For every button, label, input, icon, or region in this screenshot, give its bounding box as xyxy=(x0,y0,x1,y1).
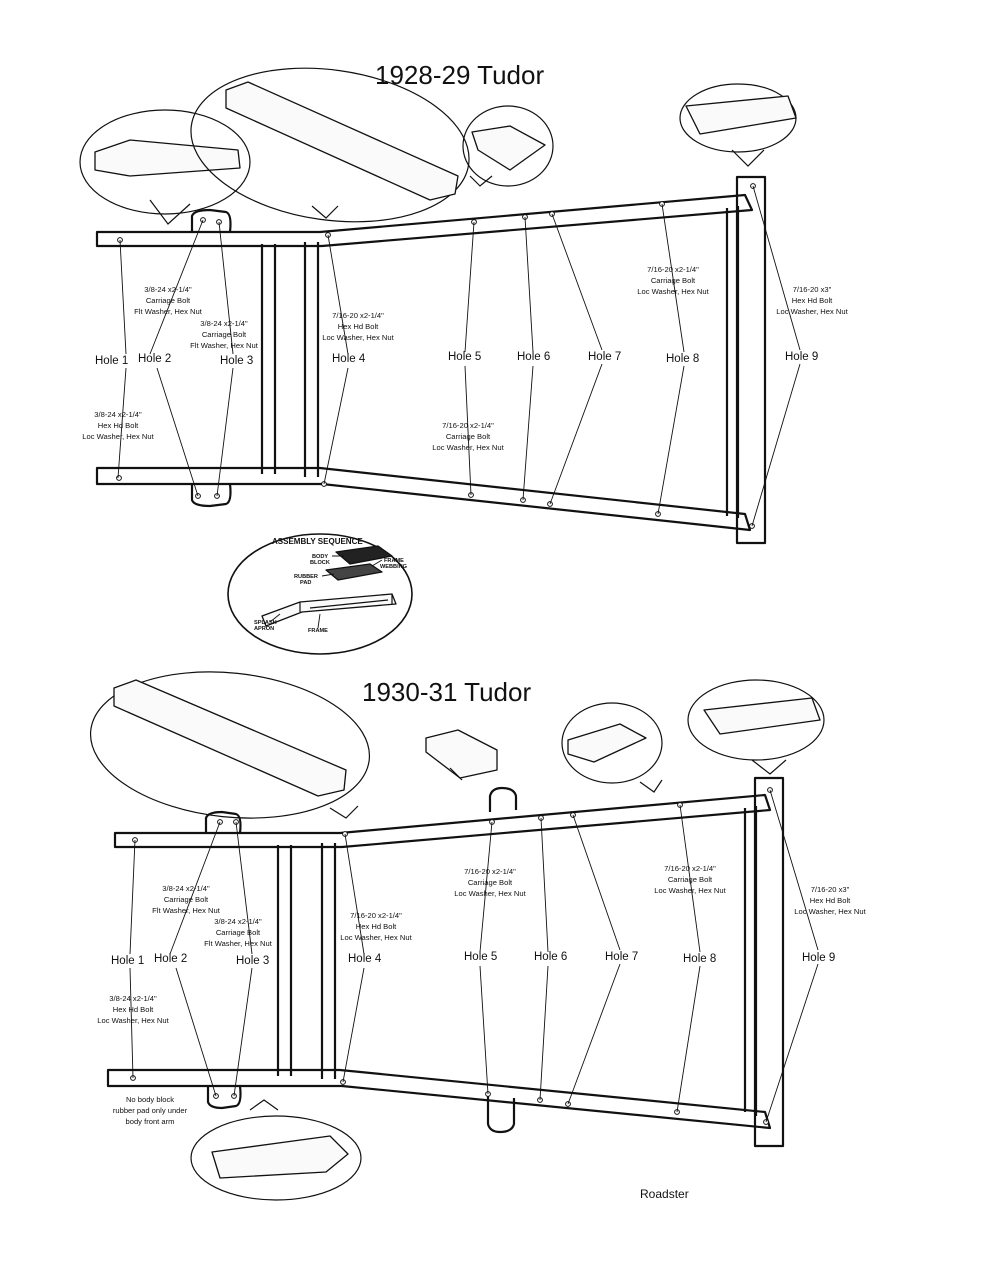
spec-hole-2-hardware: Flt Washer, Hex Nut xyxy=(152,906,221,915)
spec-hole-5-bolt: Carriage Bolt xyxy=(468,878,513,887)
diagram-1928-29: 1928-29 Tudor xyxy=(79,60,849,545)
assembly-label-rubber: RUBBER xyxy=(294,574,318,580)
spec-hole-3-size: 3/8-24 x2-1/4" xyxy=(200,319,248,328)
note-line-2: rubber pad only under xyxy=(113,1106,188,1115)
spec-hole-8-bolt: Carriage Bolt xyxy=(668,875,713,884)
leader-lines-top xyxy=(117,185,801,527)
bolt-specs-bottom: 3/8-24 x2-1/4" Hex Hd Bolt Loc Washer, H… xyxy=(97,864,866,1126)
body-block-callouts-top xyxy=(79,67,797,225)
spec-hole-2-bolt: Carriage Bolt xyxy=(146,296,191,305)
diagram-1930-31: 1930-31 Tudor xyxy=(89,671,867,1201)
hole-label-7: Hole 7 xyxy=(605,951,638,963)
body-block-callouts-bottom xyxy=(89,671,825,1201)
hole-label-3: Hole 3 xyxy=(220,355,253,367)
spec-hole-8-hardware: Loc Washer, Hex Nut xyxy=(637,287,709,296)
spec-hole-5-size: 7/16-20 x2-1/4" xyxy=(464,867,516,876)
bolt-specs-top: 3/8-24 x2-1/4" Hex Hd Bolt Loc Washer, H… xyxy=(82,265,848,452)
hole-label-8: Hole 8 xyxy=(666,353,699,365)
frame-rails-top xyxy=(95,175,767,545)
assembly-title: ASSEMBLY SEQUENCE xyxy=(272,537,363,546)
assembly-label-body: BODY xyxy=(312,554,328,560)
spec-hole-5-hardware: Loc Washer, Hex Nut xyxy=(454,889,526,898)
spec-hole-5-size: 7/16-20 x2-1/4" xyxy=(442,421,494,430)
spec-hole-4-hardware: Loc Washer, Hex Nut xyxy=(322,333,394,342)
hole-labels-bottom: Hole 1 Hole 2 Hole 3 Hole 4 Hole 5 Hole … xyxy=(111,951,835,967)
spec-hole-8-size: 7/16-20 x2-1/4" xyxy=(647,265,699,274)
spec-hole-2-size: 3/8-24 x2-1/4" xyxy=(144,285,192,294)
spec-hole-9-hardware: Loc Washer, Hex Nut xyxy=(776,307,848,316)
hole-label-4: Hole 4 xyxy=(348,953,382,965)
spec-hole-3-bolt: Carriage Bolt xyxy=(202,330,247,339)
spec-hole-1-hardware: Loc Washer, Hex Nut xyxy=(97,1016,169,1025)
spec-hole-8-size: 7/16-20 x2-1/4" xyxy=(664,864,716,873)
hole-label-5: Hole 5 xyxy=(448,351,481,363)
spec-hole-9-bolt: Hex Hd Bolt xyxy=(810,896,851,905)
hole-label-6: Hole 6 xyxy=(517,351,550,363)
spec-hole-4-hardware: Loc Washer, Hex Nut xyxy=(340,933,412,942)
diagram-title-1930-31: 1930-31 Tudor xyxy=(362,677,531,707)
spec-hole-9-size: 7/16-20 x3" xyxy=(811,885,850,894)
note-line-3: body front arm xyxy=(126,1117,175,1126)
hole-label-2: Hole 2 xyxy=(154,953,187,965)
spec-hole-3-hardware: Flt Washer, Hex Nut xyxy=(190,341,259,350)
spec-hole-4-size: 7/16-20 x2-1/4" xyxy=(350,911,402,920)
spec-hole-5-bolt: Carriage Bolt xyxy=(446,432,491,441)
hole-label-6: Hole 6 xyxy=(534,951,567,963)
spec-hole-1-bolt: Hex Hd Bolt xyxy=(98,421,139,430)
spec-hole-4-bolt: Hex Hd Bolt xyxy=(356,922,397,931)
hole-label-7: Hole 7 xyxy=(588,351,621,363)
assembly-sequence-inset: ASSEMBLY SEQUENCE BODY BLOCK RUBBER PAD … xyxy=(227,533,413,655)
spec-hole-3-size: 3/8-24 x2-1/4" xyxy=(214,917,262,926)
diagram-title-1928-29: 1928-29 Tudor xyxy=(375,60,544,90)
spec-hole-4-size: 7/16-20 x2-1/4" xyxy=(332,311,384,320)
spec-hole-4-bolt: Hex Hd Bolt xyxy=(338,322,379,331)
hole-labels-top: Hole 1 Hole 2 Hole 3 Hole 4 Hole 5 Hole … xyxy=(95,351,818,367)
assembly-label-webbing: WEBBING xyxy=(380,564,407,570)
spec-hole-3-hardware: Flt Washer, Hex Nut xyxy=(204,939,273,948)
note-line-1: No body block xyxy=(126,1095,174,1104)
spec-hole-8-bolt: Carriage Bolt xyxy=(651,276,696,285)
spec-hole-9-hardware: Loc Washer, Hex Nut xyxy=(794,907,866,916)
spec-hole-1-size: 3/8-24 x2-1/4" xyxy=(109,994,157,1003)
spec-hole-2-bolt: Carriage Bolt xyxy=(164,895,209,904)
spec-hole-9-bolt: Hex Hd Bolt xyxy=(792,296,833,305)
hole-label-1: Hole 1 xyxy=(95,355,128,367)
spec-hole-3-bolt: Carriage Bolt xyxy=(216,928,261,937)
hole-label-9: Hole 9 xyxy=(785,351,818,363)
spec-hole-2-hardware: Flt Washer, Hex Nut xyxy=(134,307,203,316)
spec-hole-2-size: 3/8-24 x2-1/4" xyxy=(162,884,210,893)
hole-label-8: Hole 8 xyxy=(683,953,716,965)
hole-label-4: Hole 4 xyxy=(332,353,366,365)
hole-label-2: Hole 2 xyxy=(138,353,171,365)
spec-hole-9-size: 7/16-20 x3" xyxy=(793,285,832,294)
assembly-label-apron: APRON xyxy=(254,626,274,632)
spec-hole-1-bolt: Hex Hd Bolt xyxy=(113,1005,154,1014)
spec-hole-8-hardware: Loc Washer, Hex Nut xyxy=(654,886,726,895)
hole-label-3: Hole 3 xyxy=(236,955,269,967)
frame-rails-bottom xyxy=(106,776,785,1148)
hole-label-5: Hole 5 xyxy=(464,951,497,963)
spec-hole-5-hardware: Loc Washer, Hex Nut xyxy=(432,443,504,452)
assembly-label-splash: SPLASH xyxy=(254,620,277,626)
assembly-label-block: BLOCK xyxy=(310,560,330,566)
hole-label-9: Hole 9 xyxy=(802,952,835,964)
spec-hole-1-hardware: Loc Washer, Hex Nut xyxy=(82,432,154,441)
assembly-label-pad: PAD xyxy=(300,580,311,586)
assembly-label-frame-bottom: FRAME xyxy=(308,628,328,634)
hole-label-1: Hole 1 xyxy=(111,955,144,967)
footer-label: Roadster xyxy=(640,1187,689,1201)
leader-lines-bottom xyxy=(129,789,819,1123)
assembly-label-frame: FRAME xyxy=(384,558,404,564)
spec-hole-1-size: 3/8-24 x2-1/4" xyxy=(94,410,142,419)
